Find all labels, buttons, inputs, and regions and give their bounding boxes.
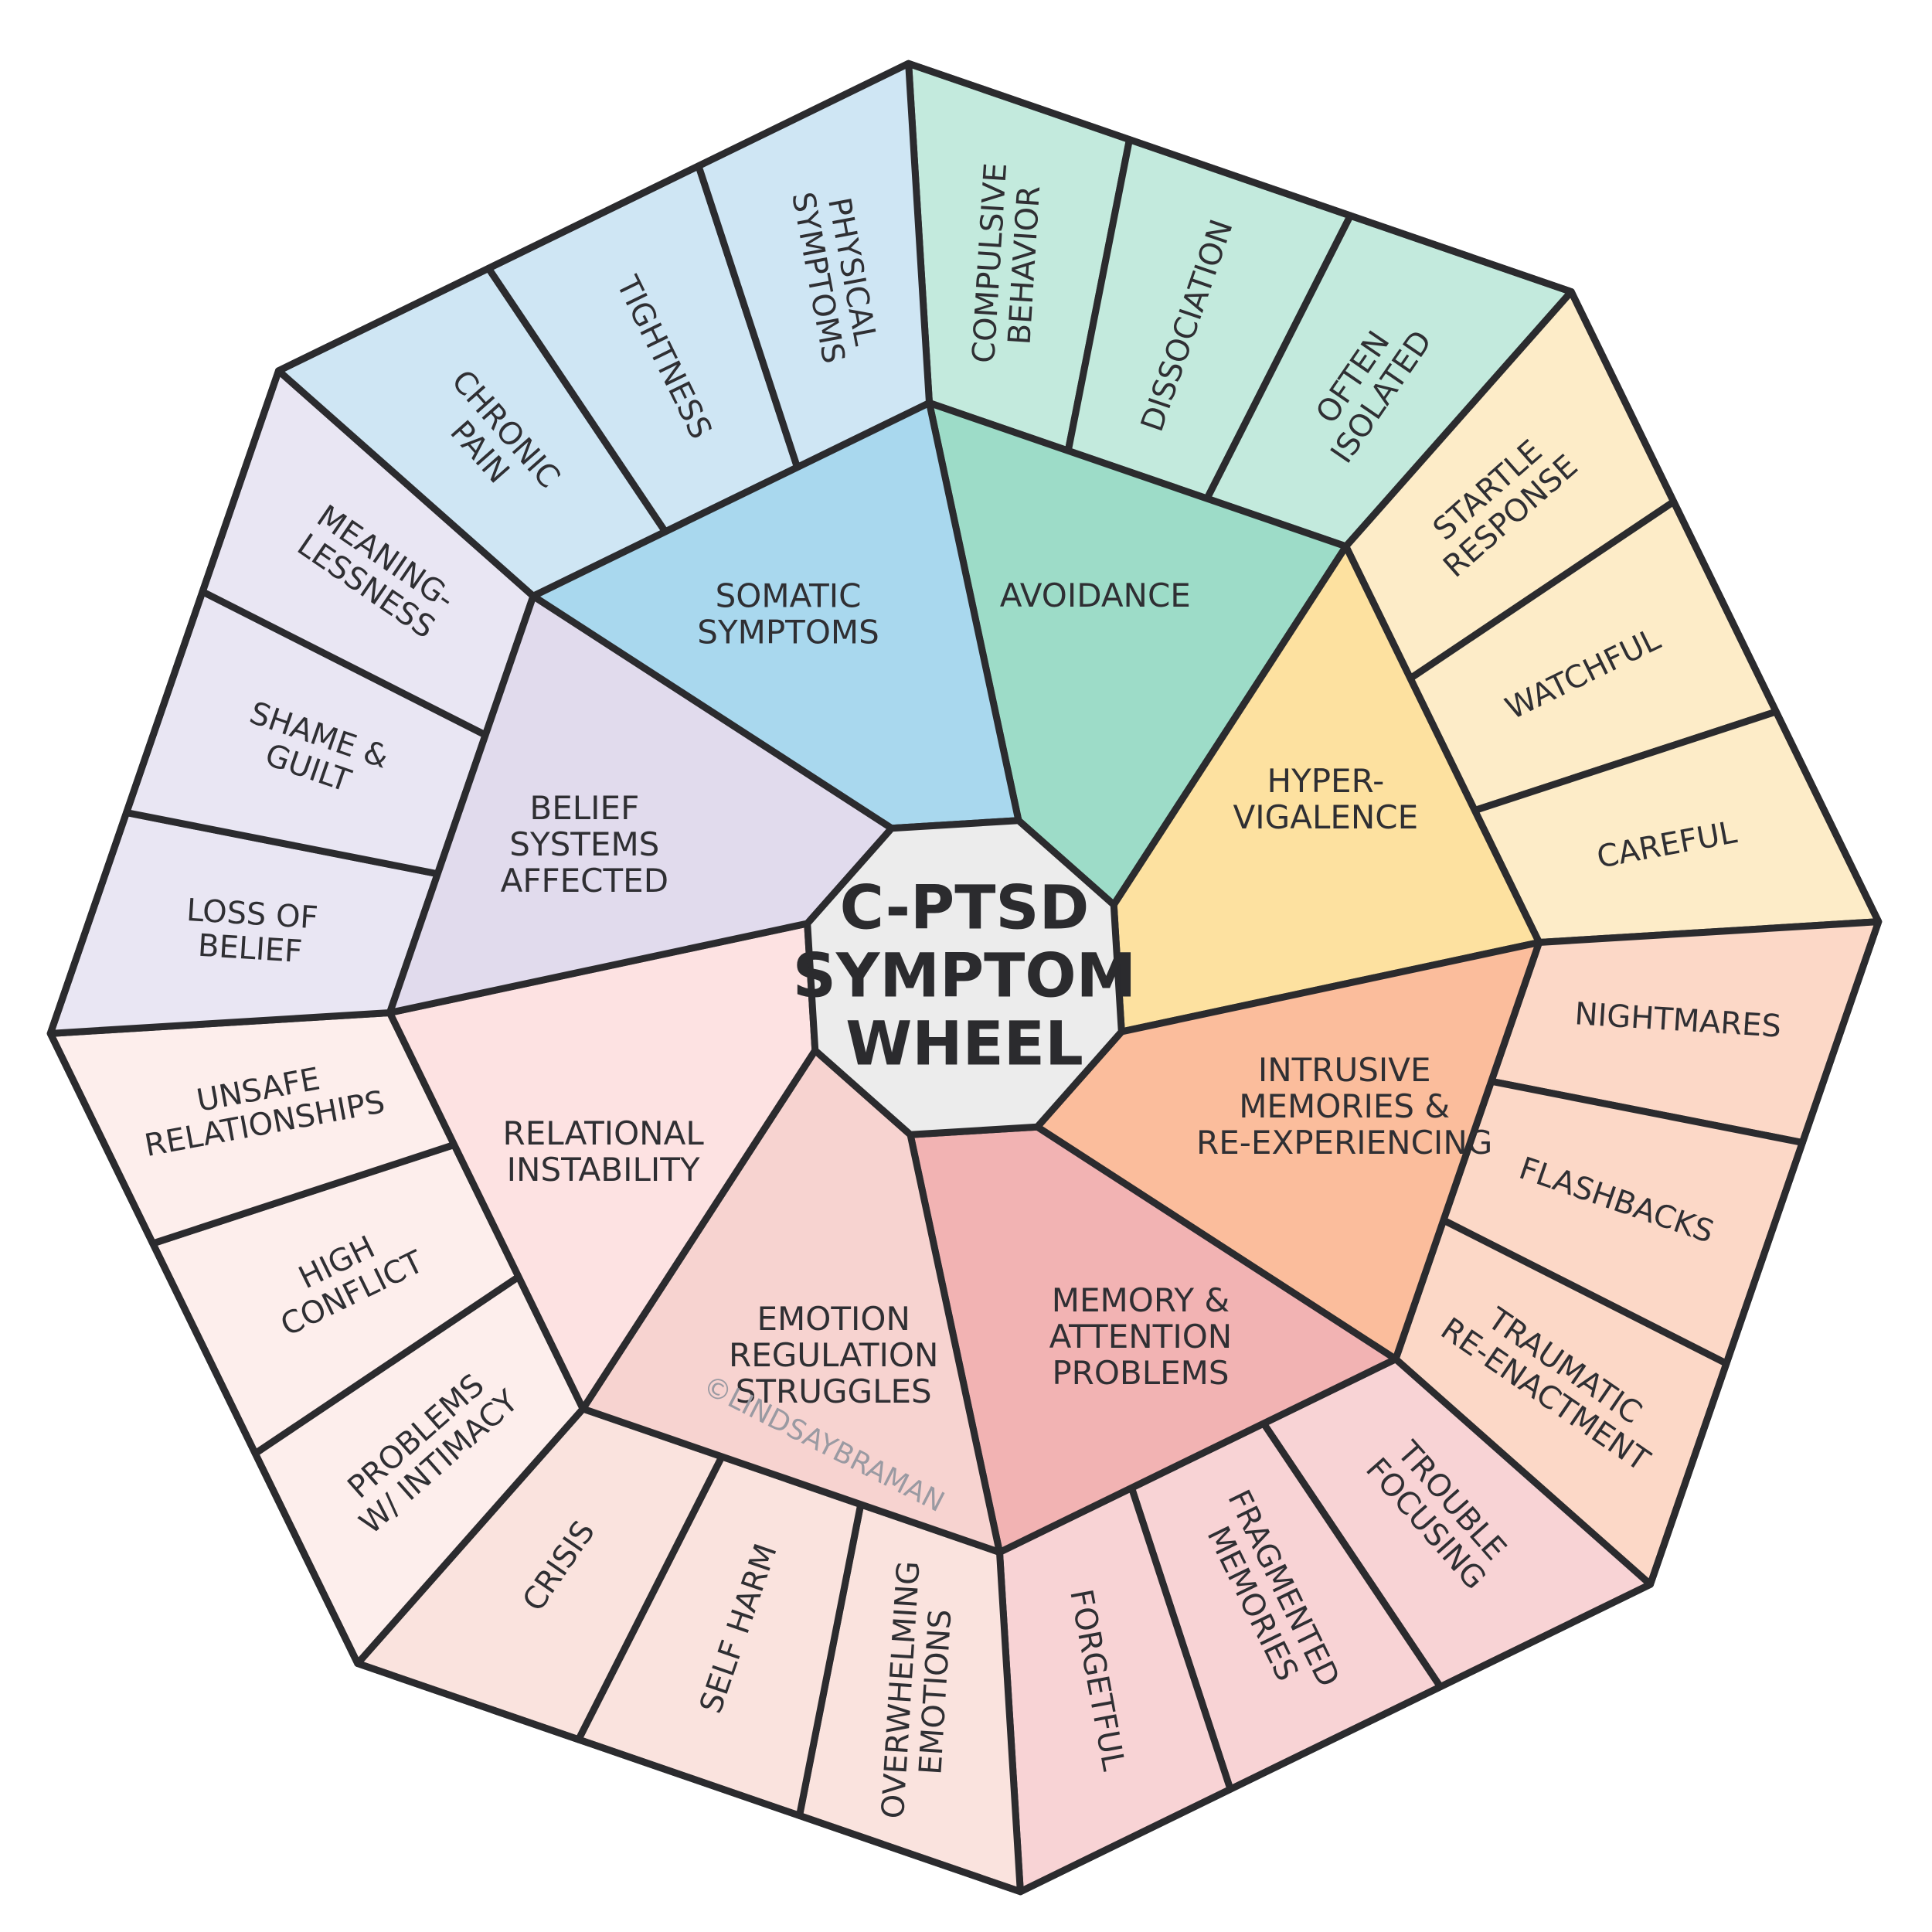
category-label-somatic-line-2: SYMPTOMS <box>697 614 879 651</box>
category-label-memory-attention-line-1: MEMORY & <box>1052 1281 1230 1319</box>
category-label-somatic-line-1: SOMATIC <box>716 577 862 615</box>
wheel-border <box>46 60 1883 1896</box>
center-title-line-3: WHEEL <box>845 1009 1083 1079</box>
category-label-relational-line-2: INSTABILITY <box>507 1151 700 1189</box>
category-label-emotion-regulation-line-1: EMOTION <box>757 1300 910 1338</box>
center-title-line-2: SYMPTOM <box>793 941 1137 1011</box>
category-label-intrusive-line-3: RE-EXPERIENCING <box>1196 1124 1492 1162</box>
category-label-intrusive-line-2: MEMORIES & <box>1239 1087 1450 1125</box>
category-label-intrusive-line-1: INTRUSIVE <box>1258 1051 1431 1089</box>
category-label-hypervigilance-line-1: HYPER- <box>1267 762 1384 800</box>
symptom-belief-1-line-1: LOSS OF <box>185 893 319 936</box>
category-label-belief-line-1: BELIEF <box>529 789 639 827</box>
inner-ring: AVOIDANCE HYPER-VIGALENCE INTRUSIVEMEMORIE… <box>386 399 1543 1556</box>
category-label-hypervigilance-line-2: VIGALENCE <box>1233 798 1419 836</box>
center-title-line-1: C-PTSD <box>840 873 1090 943</box>
category-label-memory-attention-line-2: ATTENTION <box>1049 1318 1233 1355</box>
category-label-memory-attention-line-3: PROBLEMS <box>1052 1354 1229 1392</box>
category-label-belief-line-2: SYSTEMS <box>509 825 659 863</box>
symptom-belief-1-line-2: BELIEF <box>197 928 304 970</box>
center-octagon <box>804 817 1125 1138</box>
category-label-avoidance-line-1: AVOIDANCE <box>1000 577 1191 614</box>
category-label-emotion-regulation-line-2: REGULATION <box>729 1336 938 1374</box>
center-hub: C-PTSD SYMPTOM WHEEL <box>793 817 1137 1138</box>
category-label-relational-line-1: RELATIONAL <box>503 1114 705 1152</box>
category-label-belief-line-3: AFFECTED <box>501 862 668 900</box>
category-label-emotion-regulation-line-3: STRUGGLES <box>736 1372 932 1410</box>
